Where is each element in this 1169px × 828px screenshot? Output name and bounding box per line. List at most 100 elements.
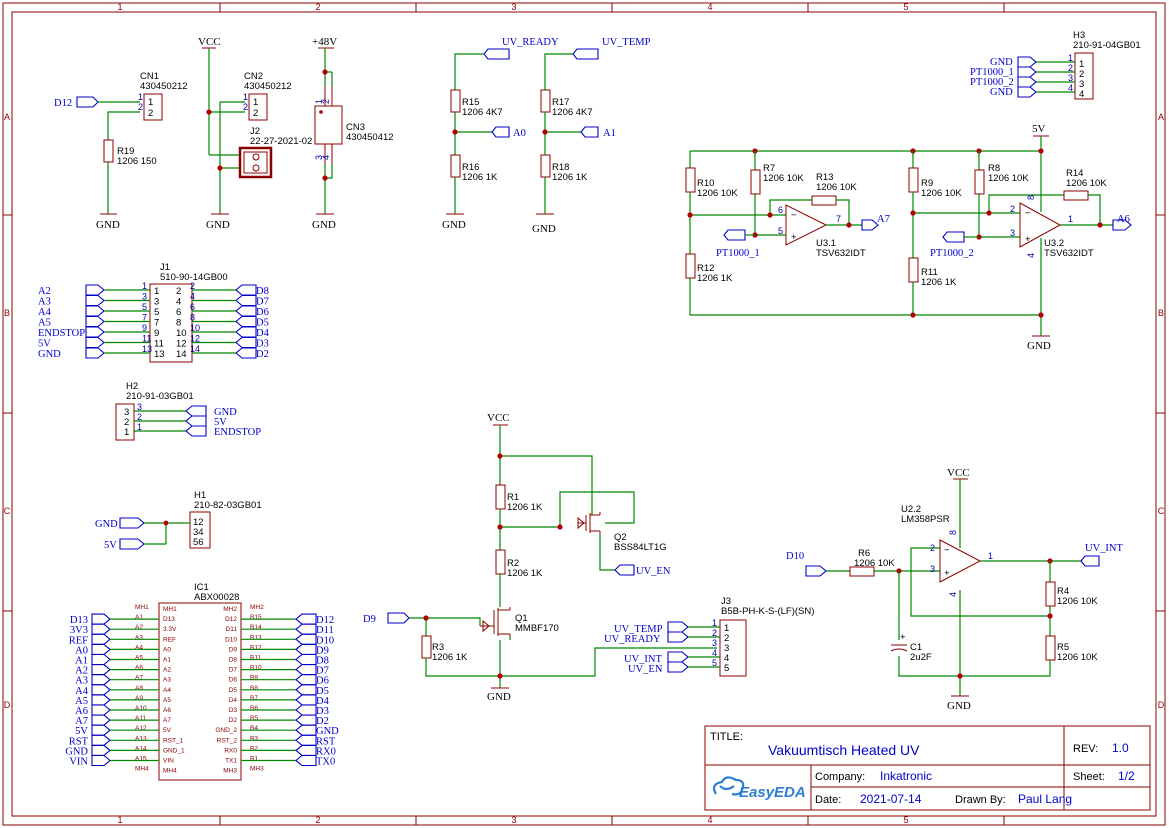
net-label-pt1000-1: PT1000_1 [716,248,760,259]
h1-connector[interactable]: H1 210-82-03GB01 GND 5V 12 34 56 [95,490,262,551]
ic1-ref: IC1 [194,582,209,593]
pin-name: 1 [1079,59,1084,70]
opamp-plus: + [944,568,950,579]
h2-ref: H2 [126,381,138,392]
pin-name: 9 [154,328,159,339]
pin-number: 1 [142,281,147,291]
uv-temp-divider[interactable]: UV_TEMP A1 GND R17 1206 4K7 R18 1206 1K [532,37,651,235]
net-flag [91,704,111,716]
opamp-minus: − [1025,208,1031,219]
pin-name: 1 [124,427,129,438]
cn2-ref: CN2 [244,71,263,82]
r4-value: 1206 10K [1057,596,1098,607]
j3-connector[interactable]: J3 B5B-PH-K-S-(LF)(SN) UV_TEMP UV_READY … [604,596,814,677]
r10-ref: R10 [697,178,714,189]
title-value: Vakuumtisch Heated UV [768,742,920,758]
r11-value: 1206 1K [921,277,957,288]
net-flag [295,754,317,767]
net-label: A5 [75,696,88,707]
net-label: A3 [38,297,51,308]
u31-value: TSV632IDT [816,248,866,259]
pin-name: 1 [154,286,159,297]
pin-name: 2 [724,633,729,644]
net-label-a6: A6 [1117,214,1130,225]
pin-number: 3 [137,402,142,412]
net-label-uv-temp: UV_TEMP [602,37,651,48]
pin-name: 4 [724,653,729,664]
net-flag [85,326,105,338]
pin-name: 14 [176,349,187,360]
uv-int-amplifier[interactable]: VCC D10 − + UV_INT + GND 2 3 1 8 4 [786,467,1123,712]
pin-number: A3 [135,634,143,641]
pin-name: MH4 [163,768,177,775]
uv-enable-driver[interactable]: VCC UV_EN Q2 BSS84LT1G D9 GND Q1 MMBF170 [363,412,717,703]
net-label-uv-ready: UV_READY [502,37,559,48]
pin-name: RX0 [224,747,237,754]
pin-number: 1 [314,99,324,104]
pin-number: B10 [250,665,262,672]
pin-name: 13 [154,349,165,360]
r18-value: 1206 1K [552,172,588,183]
cn2-j2-group[interactable]: VCC GND CN2 430450212 1 2 1 2 J2 22-27-2… [198,36,312,231]
company-label: Company: [815,771,865,783]
row-label: C [1158,506,1165,516]
cn3-group[interactable]: +48V GND 1 2 3 4 CN3 430450412 [312,36,394,231]
pin-name: TX1 [225,758,237,765]
resistor-r19[interactable] [103,139,114,163]
pin-number: 3 [712,638,717,648]
pin-name: 2 [253,108,258,119]
net-label: GND [38,349,61,360]
opamp-minus: − [791,210,797,221]
net-label: D11 [316,625,334,636]
pin-name: 3 [724,643,729,654]
net-flag [295,664,317,676]
net-flag [235,326,257,338]
pin-name: 2 [176,286,181,297]
pin-number: 8 [948,530,958,535]
v5-label: 5V [1032,123,1046,135]
net-flag [91,664,111,676]
pin-number: 2 [712,628,717,638]
title-block: TITLE: Vakuumtisch Heated UV REV: 1.0 Co… [704,725,1151,811]
net-flag [185,415,207,427]
col-label: 3 [511,2,516,12]
r2-ref: R2 [507,558,519,569]
opamp-minus: − [944,545,950,556]
r6-value: 1206 10K [854,558,895,569]
net-flag [295,704,317,716]
net-label-uv-int: UV_INT [1085,543,1123,554]
net-flag [91,653,111,666]
h1-value: 210-82-03GB01 [194,500,262,511]
pin-name: 12 [176,339,187,350]
r16-value: 1206 1K [462,172,498,183]
net-flag [91,643,111,655]
r8-value: 1206 10K [988,173,1029,184]
uv-ready-divider[interactable]: UV_READY A0 GND R15 1206 4K7 R16 1206 1K [442,37,559,231]
net-label: D2 [256,349,269,360]
pin-name: 56 [193,537,204,548]
pt1000-amplifier[interactable]: 5V PT1000_1 − + A7 6 5 7 U3.1 TSV6 [685,123,1132,352]
net-label: D13 [70,615,88,626]
r14-value: 1206 10K [1066,178,1107,189]
cn1-connector[interactable]: D12 GND CN1 430450212 1 2 1 2 R19 1206 1… [54,71,188,231]
net-label: A5 [38,318,51,329]
pin-name: MH2 [223,606,237,613]
pin-number: 3 [142,292,147,302]
col-label: 5 [903,2,908,12]
pin-name: 11 [154,339,164,350]
pin-name: D9 [229,646,238,653]
r1-value: 1206 1K [507,502,543,513]
pin-number: A6 [135,665,143,672]
net-label: GND [990,87,1013,98]
r18-ref: R18 [552,162,569,173]
col-label: 3 [511,815,516,825]
net-flag [91,724,111,736]
h3-connector[interactable]: H3 210-91-04GB01 GND PT1000_1 PT1000_2 G… [970,30,1141,100]
net-label: D12 [316,615,334,626]
net-flag [85,347,105,359]
pin-number: 12 [190,334,200,344]
pin-name: 12 [193,517,204,528]
